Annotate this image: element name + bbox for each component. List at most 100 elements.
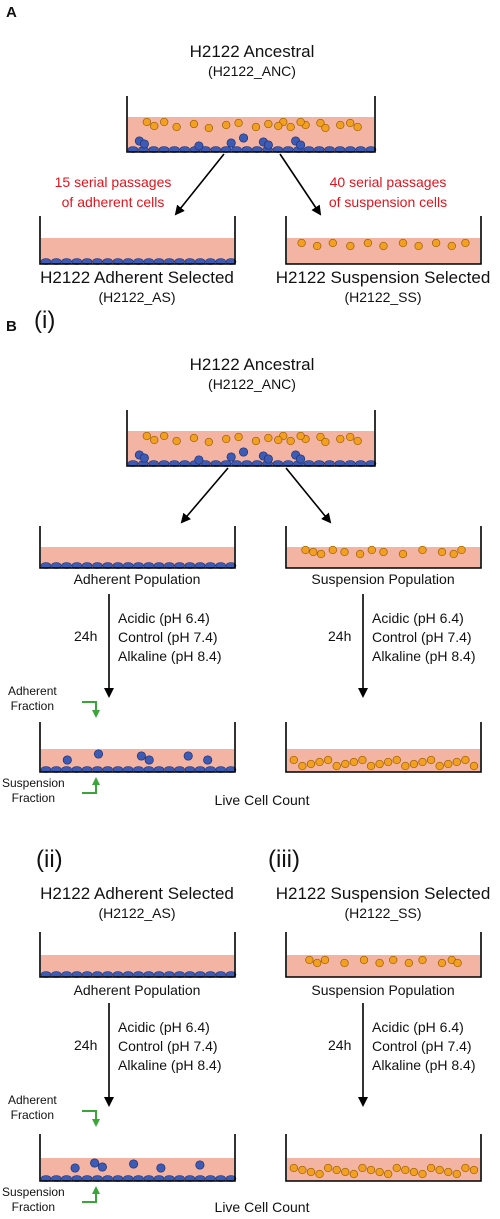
suspension-cell — [404, 958, 414, 968]
time-label-left-i: 24h — [74, 628, 98, 644]
condition-alkaline: Alkaline (pH 8.4) — [372, 1057, 476, 1073]
suspension-cell — [321, 437, 330, 447]
suspension-cell — [316, 432, 325, 442]
culture-medium — [287, 1158, 480, 1181]
suspension-cell — [452, 757, 461, 767]
detached-adherent-cell — [195, 1160, 205, 1170]
suspension-cell — [321, 123, 330, 133]
adherent-after-dish-i — [39, 722, 237, 773]
condition-alkaline: Alkaline (pH 8.4) — [118, 648, 222, 664]
suspension-cell — [401, 1165, 410, 1175]
panel-letter-b: B — [6, 318, 17, 335]
suspension-cell — [172, 436, 181, 446]
conditions-right-i: Acidic (pH 6.4) Control (pH 7.4) Alkalin… — [372, 609, 476, 666]
suspension-cell — [426, 755, 436, 765]
suspension-cell — [222, 434, 231, 444]
suspension-cell — [363, 238, 373, 248]
suspension-population-label-i: Suspension Population — [311, 571, 455, 587]
suspension-cell — [355, 549, 365, 559]
suspension-cell — [328, 238, 337, 248]
suspension-cell — [461, 238, 470, 248]
roman-iii: (iii) — [268, 846, 300, 873]
time-label-ii: 24h — [74, 1037, 98, 1053]
suspension-cell — [341, 759, 350, 769]
condition-alkaline: Alkaline (pH 8.4) — [372, 648, 476, 664]
suspension-cell — [379, 547, 388, 557]
suspension-cell — [251, 436, 261, 446]
suspension-after-dish-i — [285, 722, 482, 773]
dish-outline — [285, 932, 482, 978]
suspension-cell — [375, 759, 384, 769]
suspension-cell — [172, 122, 181, 132]
suspension-cell — [142, 431, 151, 441]
left-passage-line-2: of adherent cells — [61, 194, 165, 210]
suspension-cell — [453, 958, 462, 968]
suspension-cell — [437, 547, 447, 557]
suspension-cell — [340, 547, 349, 557]
suspension-cell — [301, 545, 310, 555]
suspension-cell — [142, 117, 151, 127]
ancestral-title-b: H2122 Ancestral — [189, 355, 315, 374]
adherent-fraction-label-i: Adherent Fraction — [8, 684, 57, 714]
suspension-cell — [340, 958, 349, 968]
condition-acidic: Acidic (pH 6.4) — [372, 610, 464, 626]
suspension-cell — [289, 1163, 298, 1173]
suspension-cell — [418, 1169, 427, 1179]
suspension-cell — [320, 955, 330, 965]
suspension-cell — [346, 241, 355, 251]
adherent-population-label-i: Adherent Population — [73, 571, 201, 587]
suspension-cell — [437, 958, 447, 968]
suspension-cell — [366, 761, 376, 771]
suspension-cell — [341, 1167, 350, 1177]
adherent-cell-layer — [40, 562, 237, 569]
adherent-population-dish-i — [39, 526, 237, 569]
suspension-cell — [469, 1165, 479, 1175]
suspension-cell — [315, 757, 324, 767]
suspension-cell — [251, 122, 261, 132]
dish-outline — [39, 1134, 236, 1182]
suspension-cell — [461, 755, 470, 765]
culture-medium — [41, 1158, 234, 1181]
detached-adherent-cell — [129, 1159, 139, 1169]
roman-ii: (ii) — [36, 846, 63, 873]
suspension-cell — [332, 761, 341, 771]
suspension-cell — [375, 1167, 384, 1177]
dish-outline — [285, 216, 482, 265]
ancestral-code-b: (H2122_ANC) — [208, 376, 296, 392]
suspension-cell — [469, 761, 479, 771]
suspension-fraction-line-1: Suspension — [2, 776, 65, 790]
suspension-cell — [296, 431, 305, 441]
suspension-cell — [189, 433, 199, 443]
suspension-cell — [289, 755, 298, 765]
left-passage-line-1: 15 serial passages — [54, 174, 172, 190]
suspension-selected-title-iii: H2122 Suspension Selected — [275, 884, 491, 903]
suspension-selected-dish-iii — [285, 932, 482, 978]
suspension-fraction-line-2: Fraction — [11, 1200, 56, 1214]
dish-outline — [285, 722, 482, 773]
suspension-cell — [332, 1165, 341, 1175]
detached-adherent-cell — [296, 140, 306, 150]
condition-acidic: Acidic (pH 6.4) — [372, 1019, 464, 1035]
suspension-after-dish-iii — [285, 1134, 482, 1182]
dish-outline — [39, 526, 236, 569]
suspension-selected-title-a: H2122 Suspension Selected — [275, 268, 491, 287]
suspension-cell — [286, 122, 295, 132]
suspension-cell — [234, 432, 243, 442]
detached-adherent-cell — [139, 453, 149, 463]
suspension-cell — [306, 759, 316, 769]
adherent-fraction-arrow-ii — [82, 1110, 100, 1127]
suspension-cell — [274, 435, 283, 445]
detached-adherent-cell — [139, 139, 149, 149]
suspension-cell — [398, 549, 408, 559]
arrow-to-suspension-population — [285, 467, 332, 524]
detached-adherent-cell — [263, 454, 273, 464]
suspension-cell — [313, 241, 322, 251]
suspension-selected-code-a: (H2122_SS) — [344, 289, 422, 305]
suspension-cell — [358, 755, 367, 765]
suspension-fraction-label-ii: Suspension Fraction — [2, 1185, 65, 1215]
culture-medium — [287, 955, 480, 977]
detached-adherent-cell — [239, 447, 249, 457]
suspension-cell — [359, 955, 369, 965]
live-cell-count-bottom: Live Cell Count — [214, 1199, 310, 1215]
